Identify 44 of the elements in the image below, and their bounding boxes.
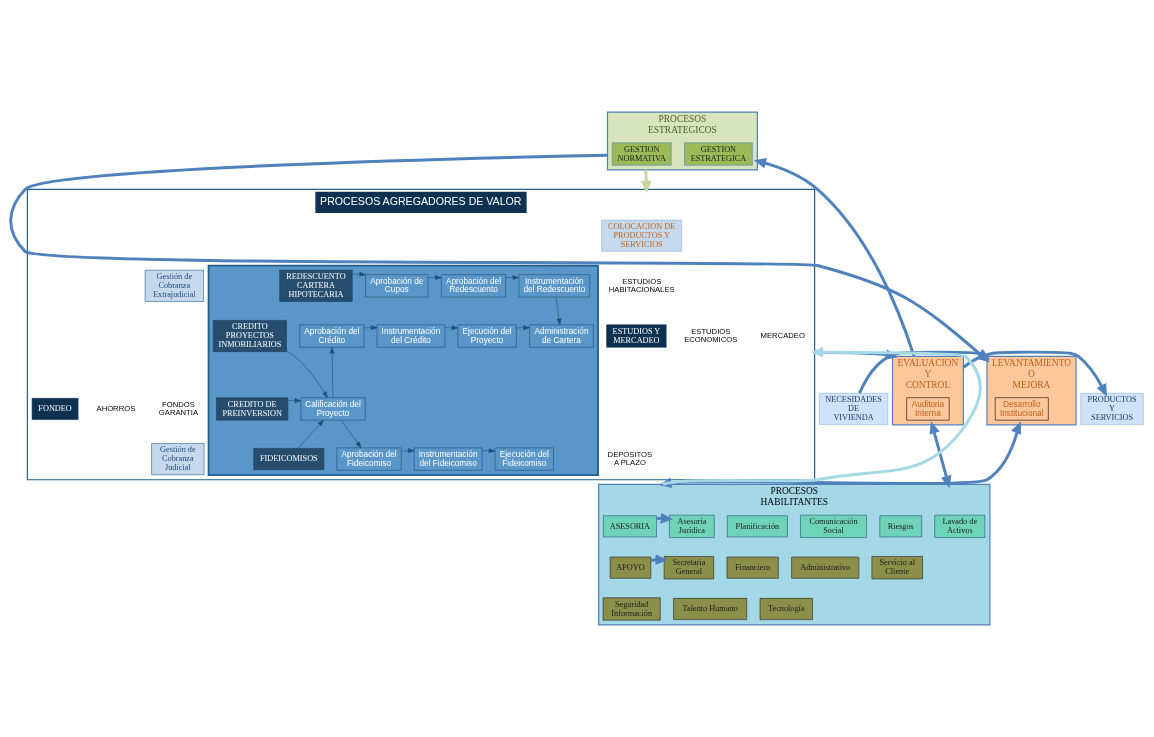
arrow (287, 398, 302, 403)
node-box: Financiero (726, 556, 779, 579)
arrow (329, 347, 335, 398)
node-box: Secretaria General (663, 556, 714, 580)
arrow (516, 325, 530, 330)
arrow (444, 325, 459, 331)
node-box: ASESORIA (603, 515, 657, 538)
arrow (286, 350, 328, 398)
node-box: Asesoría Jurídica (669, 514, 715, 538)
arrow (340, 419, 362, 448)
arrow (505, 275, 520, 280)
node-box: GESTION NORMATIVA (611, 142, 672, 166)
node-box: Comunicación Social (800, 514, 867, 538)
node-box: Tecnología (759, 598, 813, 620)
node-box: Gestión de Cobranza Extrajudicial (144, 269, 204, 302)
node-box: Talento Humano (673, 598, 748, 620)
node-box: Riesgos (879, 515, 923, 538)
node-box: GESTION ESTRATEGICA (684, 142, 753, 166)
arrow (662, 346, 982, 486)
node-box: ESTUDIOS Y MERCADEO (606, 324, 667, 348)
arrow (481, 448, 496, 454)
node-box: APOYO (609, 556, 652, 579)
node-box: FIDEICOMISOS (253, 448, 325, 470)
node-box: Gestión de Cobranza Judicial (151, 443, 205, 476)
arrow (297, 419, 324, 449)
node-box: COLOCACION DE PRODUCTOS Y SERVICIOS (601, 219, 683, 252)
node-box: PRODUCTOS Y SERVICIOS (1080, 393, 1144, 425)
arrow (427, 275, 442, 280)
node-box: NECESIDADES DE VIVIENDA (819, 393, 889, 425)
arrow (401, 448, 415, 454)
arrow (555, 296, 562, 325)
arrow (351, 271, 366, 277)
node-box: REDESCUENTO CARTERA HIPOTECARIA (279, 269, 353, 302)
arrow (363, 325, 378, 330)
node-box: Lavado de Activos (934, 514, 986, 538)
node-box: Seguridad Información (602, 597, 661, 621)
node-box: Administrativo (791, 556, 860, 579)
node-box: CREDITO DE PREINVERSION (216, 397, 289, 421)
arrow (929, 421, 952, 488)
node-box: FONDEO (31, 398, 79, 420)
cluster (207, 264, 599, 476)
node-box: Planificación (727, 515, 788, 538)
node-box: CREDITO PROYECTOS INMOBILIARIOS (212, 320, 287, 352)
node-box: Servicio al Cliente (871, 556, 923, 580)
